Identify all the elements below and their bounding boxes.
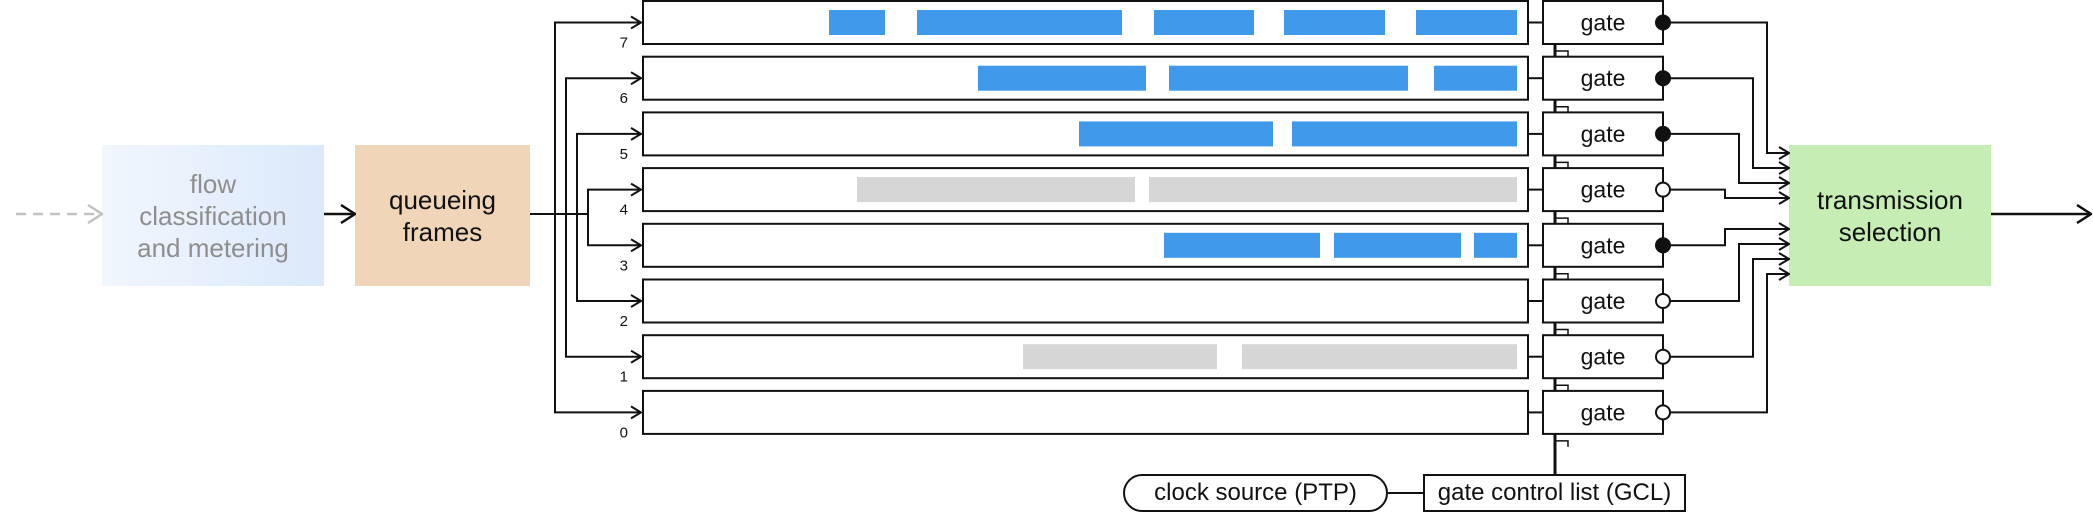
flow-classification-block: flow classification and metering [102,145,324,286]
queue-row-4: 4 gate [587,167,1789,225]
gate-to-selection-arrow [1670,21,1789,154]
gate-to-selection-arrow [1670,274,1789,414]
gate-to-selection-arrow [1670,229,1789,247]
gate-label: gate [1581,65,1626,91]
transmission-selection-block: transmission selection [1789,145,1991,286]
gate-box [1542,334,1664,380]
gate-control-tap [1554,433,1569,447]
gate-control-tap [1554,322,1569,336]
gate-box [1542,222,1664,268]
frame-eligible [1169,65,1408,91]
gate-to-selection-arrow [1670,188,1789,198]
frame-eligible [1164,232,1320,258]
queue-row-1: 1 gate [565,213,1789,392]
gate-control-tap [1554,211,1569,225]
frame-eligible [1416,10,1517,35]
queue-number-label: 2 [620,313,628,330]
gate-label: gate [1581,10,1626,36]
gate-box [1542,55,1664,101]
gate-control-list-box: gate control list (GCL) [1423,474,1686,512]
frame-held [1149,177,1517,203]
gate-closed-indicator [1655,125,1671,142]
frame-eligible [1154,10,1254,35]
queue-number-label: 3 [620,257,628,274]
gate-open-indicator [1655,293,1671,309]
queue-buffer [642,389,1529,435]
queue-feed-arrow [576,134,641,215]
gate-box [1542,389,1664,435]
frame-held [857,177,1135,203]
gate-box [1542,278,1664,324]
queue-buffer [642,278,1529,324]
frame-eligible [1434,65,1517,91]
gate-control-tap [1554,44,1569,57]
queue-number-label: 6 [620,90,628,107]
queueing-frames-block: queueing frames [355,145,530,286]
queue-row-7: 7 gate [554,0,1789,215]
gate-label: gate [1581,121,1626,147]
queueing-frames-label: queueing frames [389,184,496,247]
frame-eligible [829,10,885,35]
gate-open-indicator [1655,348,1671,365]
queue-feed-arrow [587,214,641,245]
gate-label: gate [1581,177,1626,203]
gate-label: gate [1581,288,1626,314]
frame-eligible [978,65,1146,91]
gate-to-selection-arrow [1670,132,1789,183]
queue-row-2: 2 gate [576,213,1789,336]
queue-feed-arrow [554,213,641,412]
queue-number-label: 7 [620,35,628,52]
gate-box [1542,167,1664,213]
gate-box [1542,0,1664,45]
frame-eligible [1079,121,1273,147]
frame-eligible [1334,232,1461,258]
flow-classification-label: flow classification and metering [137,168,289,263]
gate-control-tap [1554,99,1569,113]
queue-feed-arrow [576,213,641,301]
gate-control-tap [1554,155,1569,169]
queue-row-5: 5 gate [576,111,1789,215]
clock-source-pill: clock source (PTP) [1123,474,1388,512]
gate-open-indicator [1655,404,1671,421]
gate-open-indicator [1655,181,1671,198]
queue-number-label: 1 [620,369,628,386]
queue-feed-arrow [554,23,641,215]
frame-eligible [917,10,1122,35]
gate-label: gate [1581,232,1626,258]
gate-closed-indicator [1655,70,1671,87]
queue-number-label: 5 [620,146,628,163]
frame-eligible [1284,10,1385,35]
queue-number-label: 4 [620,202,628,219]
queue-row-3: 3 gate [587,214,1789,280]
frame-held [1023,344,1217,370]
gate-closed-indicator [1655,14,1671,31]
queue-row-0: 0 gate [554,213,1789,447]
gate-label: gate [1581,399,1626,425]
frame-eligible [1292,121,1517,147]
gate-closed-indicator [1655,237,1671,254]
queue-number-label: 0 [620,424,628,441]
gate-to-selection-arrow [1670,259,1789,358]
gate-control-tap [1554,266,1569,280]
clock-source-label: clock source (PTP) [1154,479,1357,506]
queue-row-6: 6 gate [565,55,1789,215]
gate-to-selection-arrow [1670,77,1789,168]
gate-control-list-label: gate control list (GCL) [1437,479,1672,506]
transmission-selection-label: transmission selection [1817,184,1963,247]
frame-held [1242,344,1517,370]
gate-control-tap [1554,378,1569,392]
queue-feed-arrow [587,190,641,214]
gate-label: gate [1581,344,1626,370]
gate-to-selection-arrow [1670,244,1789,302]
frame-eligible [1474,232,1517,258]
